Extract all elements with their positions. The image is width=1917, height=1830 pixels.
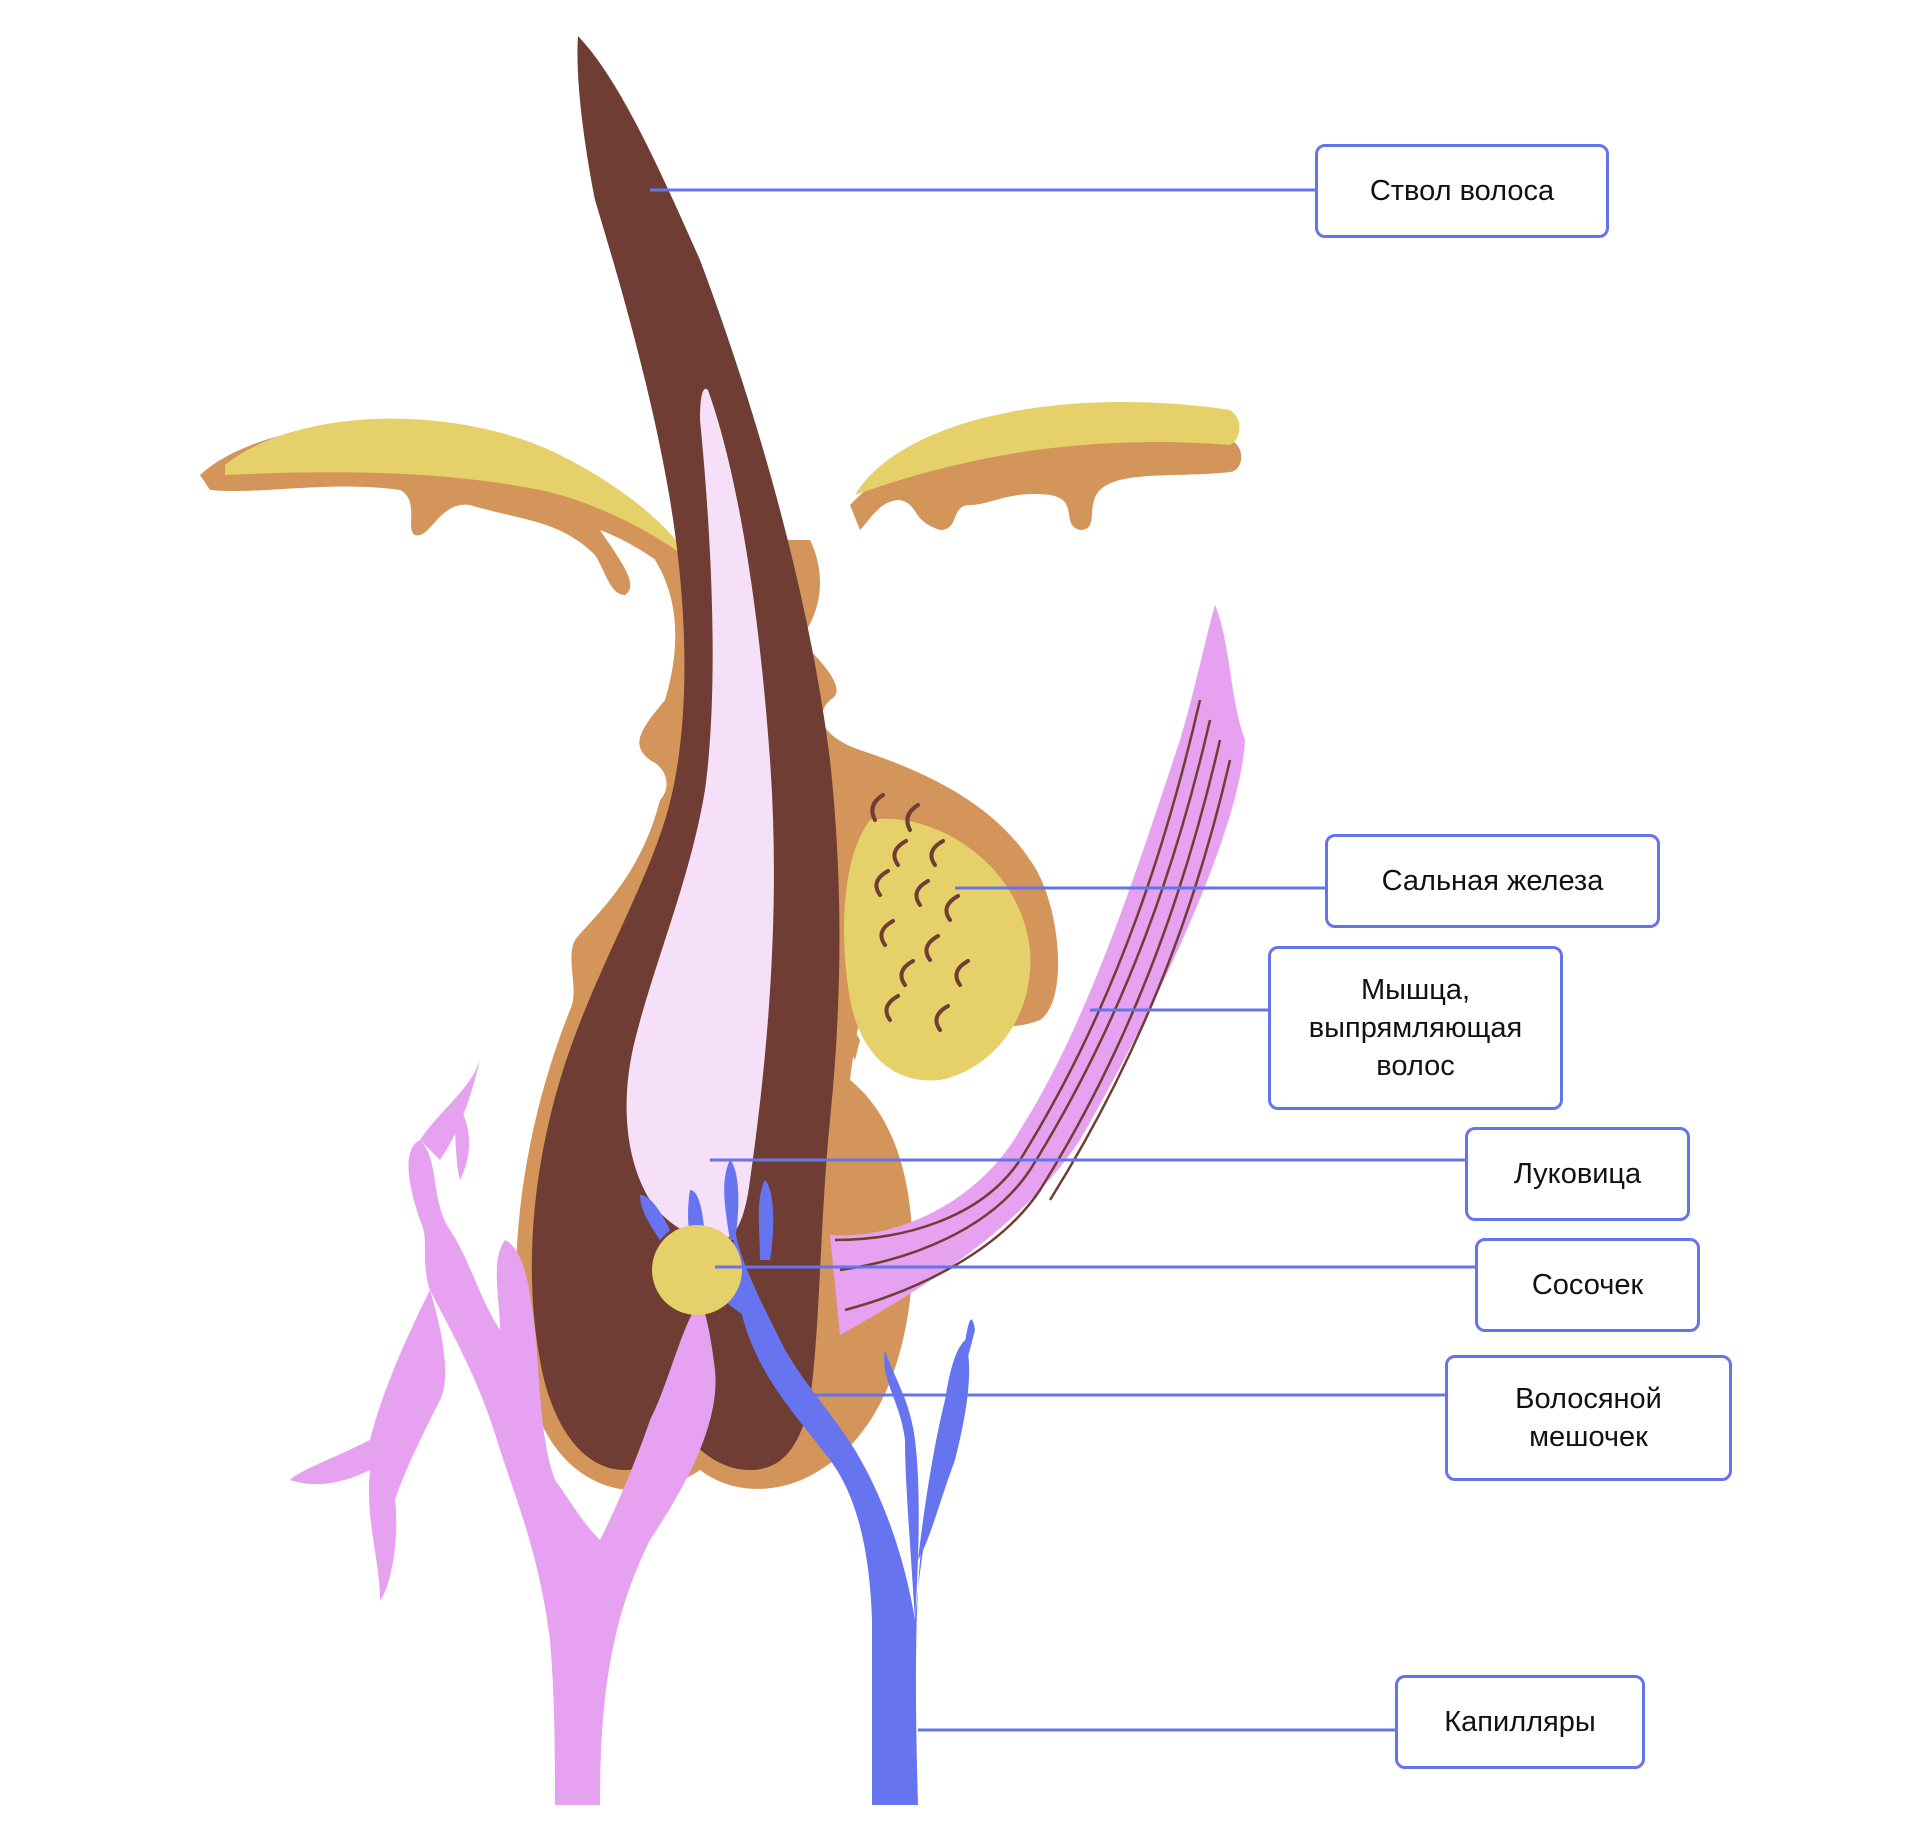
label-capillaries: Капилляры [1395,1675,1645,1769]
label-sebaceous-gland-text: Сальная железа [1381,865,1604,897]
label-sebaceous-gland: Сальная железа [1325,834,1660,928]
label-shaft-text: Ствол волоса [1369,175,1555,207]
label-follicle-text: Волосяной мешочек [1515,1383,1662,1453]
label-papilla-text: Сосочек [1531,1269,1644,1301]
label-bulb: Луковица [1465,1127,1690,1221]
label-bulb-text: Луковица [1513,1158,1642,1190]
label-papilla: Сосочек [1475,1238,1700,1332]
label-follicle: Волосяной мешочек [1445,1355,1732,1481]
label-arrector-muscle-text: Мышца, выпрямляющая волос [1308,974,1523,1082]
callout-lines [650,188,1475,1732]
label-arrector-muscle: Мышца, выпрямляющая волос [1268,946,1563,1110]
label-capillaries-text: Капилляры [1444,1706,1596,1738]
arrector-muscle [830,605,1245,1335]
inner-root-sheath [626,388,774,1240]
papilla [652,1225,742,1315]
label-shaft: Ствол волоса [1315,144,1609,238]
skin-surface-left [200,418,700,600]
hair-shaft [531,36,840,1470]
capillaries-pink [290,1060,716,1805]
skin-surface-right [850,401,1242,530]
